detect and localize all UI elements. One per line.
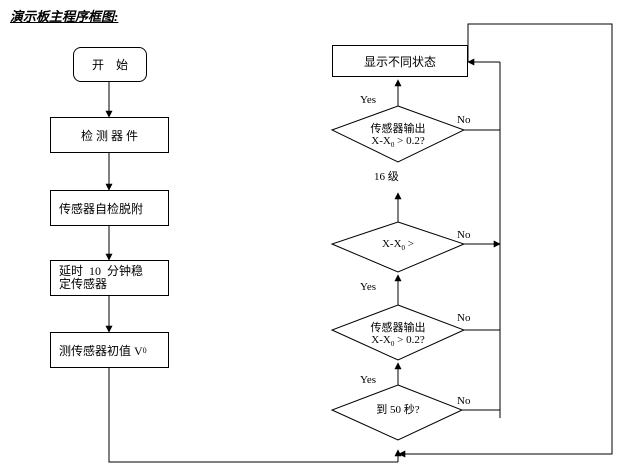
level-label: 16 级 (374, 171, 399, 183)
no-label-upper: No (457, 229, 471, 241)
yes-label-top: Yes (360, 94, 377, 106)
measure-label: 测传感器初值 V (59, 343, 143, 358)
display-label: 显示不同状态 (363, 54, 436, 69)
detect-node: 检 测 器 件 (50, 117, 169, 153)
decision-top-text: 传感器输出 X-X0 > 0.2? (344, 123, 452, 151)
delay-label-line1: 延时 10 分钟稳 (59, 264, 144, 278)
decision-top-sub: 0 (390, 141, 395, 150)
page-title: 演示板主程序框图: (10, 9, 119, 24)
line-measure-to-loop (108, 368, 398, 463)
diamond-mid (330, 304, 466, 361)
decision-top-tail: > 0.2? (394, 135, 425, 147)
yes-label-bottom: Yes (360, 374, 377, 386)
no-label-top: No (457, 114, 471, 126)
no-label-mid: No (457, 312, 471, 324)
decision-mid-line1: 传感器输出 (370, 322, 426, 334)
delay-label-line2: 定传感器 (59, 277, 108, 291)
decision-upper-tail: > (405, 238, 415, 250)
line-display-loop (404, 23, 613, 455)
decision-mid-sub: 0 (390, 340, 395, 349)
diamond-top (330, 105, 466, 163)
decision-mid-tail: > 0.2? (394, 334, 425, 346)
decision-mid-text: 传感器输出 X-X0 > 0.2? (344, 322, 452, 350)
decision-top-line2: X-X0 > 0.2? (344, 135, 452, 151)
measure-label-subscript: 0 (142, 345, 147, 355)
delay-node: 延时 10 分钟稳 定传感器 (50, 260, 169, 296)
decision-bottom-text: 到 50 秒? (344, 404, 452, 416)
start-node: 开 始 (73, 47, 147, 82)
detach-node: 传感器自检脱附 (50, 190, 169, 226)
decision-bottom-label: 到 50 秒? (376, 404, 420, 416)
decision-upper-text: X-X0 > (344, 238, 452, 254)
decision-upper-var: X-X (381, 238, 402, 250)
display-node: 显示不同状态 (332, 45, 468, 77)
decision-top-var: X-X (371, 135, 391, 147)
diamond-50s (330, 384, 464, 441)
start-label: 开 始 (91, 58, 128, 72)
diamond-upper (330, 221, 466, 273)
detach-label: 传感器自检脱附 (59, 201, 144, 216)
decision-upper-sub: 0 (401, 244, 406, 253)
decision-mid-var: X-X (371, 334, 391, 346)
detect-label: 检 测 器 件 (80, 128, 138, 143)
no-label-bottom: No (457, 395, 471, 407)
yes-label-mid: Yes (360, 281, 377, 293)
decision-mid-line2: X-X0 > 0.2? (344, 334, 452, 350)
decision-top-line1: 传感器输出 (370, 123, 426, 135)
